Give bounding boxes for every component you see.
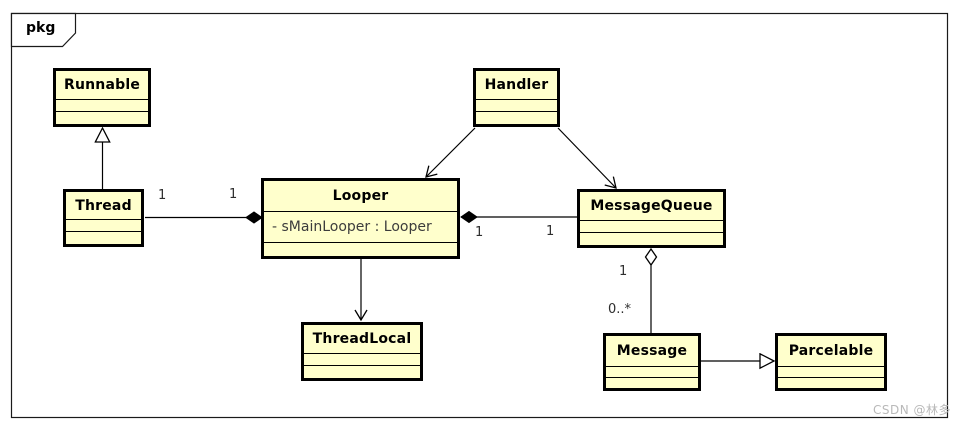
package-frame-border xyxy=(10,12,949,419)
attributes-compartment xyxy=(606,366,698,377)
class-messagequeue: MessageQueue xyxy=(577,189,726,248)
multiplicity-label: 0..* xyxy=(608,302,632,317)
class-threadlocal: ThreadLocal xyxy=(301,322,423,381)
class-name: Thread xyxy=(75,197,132,214)
edge-handler-looper-association xyxy=(425,127,476,178)
class-name: Runnable xyxy=(63,77,141,93)
class-message: Message xyxy=(603,333,701,391)
operations-compartment xyxy=(66,231,141,244)
class-name: Looper xyxy=(332,188,389,204)
operations-compartment xyxy=(778,377,884,388)
attributes-compartment: - sMainLooper : Looper xyxy=(264,211,457,242)
operations-compartment xyxy=(56,111,148,124)
class-name: Parcelable xyxy=(788,343,874,359)
operations-compartment xyxy=(476,111,557,124)
attributes-compartment xyxy=(56,99,148,111)
package-frame-tab xyxy=(10,12,77,48)
attributes-compartment xyxy=(778,366,884,377)
operations-compartment xyxy=(264,242,457,256)
class-handler: Handler xyxy=(473,68,560,127)
csdn-watermark: CSDN @林多 xyxy=(872,403,951,417)
multiplicity-label: 1 xyxy=(546,224,555,239)
multiplicity-label: 1 xyxy=(619,264,628,279)
operations-compartment xyxy=(606,377,698,388)
multiplicity-label: 1 xyxy=(229,187,238,202)
class-runnable: Runnable xyxy=(53,68,151,127)
class-thread: Thread xyxy=(63,189,144,247)
edge-handler-messagequeue-association xyxy=(557,127,617,189)
attributes-compartment xyxy=(304,353,420,365)
class-name: Handler xyxy=(484,77,549,93)
operations-compartment xyxy=(580,232,723,245)
class-name: Message xyxy=(616,343,688,359)
multiplicity-label: 1 xyxy=(158,188,167,203)
operations-compartment xyxy=(304,365,420,378)
attributes-compartment xyxy=(66,219,141,231)
class-parcelable: Parcelable xyxy=(775,333,887,391)
frame-label: pkg xyxy=(26,20,56,36)
attributes-compartment xyxy=(476,99,557,111)
class-looper: Looper - sMainLooper : Looper xyxy=(261,178,460,259)
multiplicity-label: 1 xyxy=(475,225,484,240)
class-name: MessageQueue xyxy=(590,198,713,214)
class-name: ThreadLocal xyxy=(312,331,412,347)
attributes-compartment xyxy=(580,220,723,232)
